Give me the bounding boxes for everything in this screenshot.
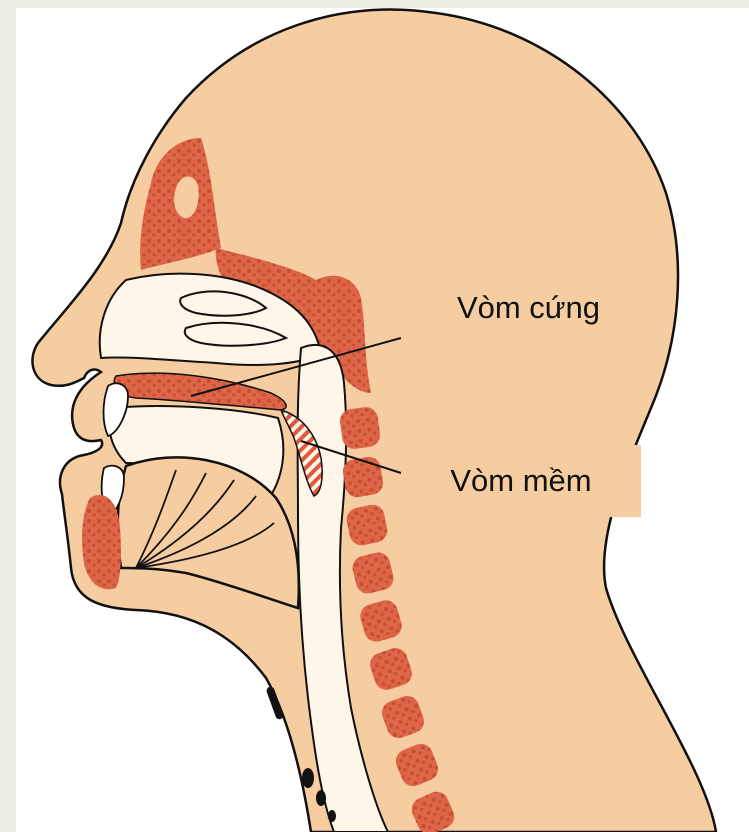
soft-palate-label-text: Vòm mềm bbox=[450, 463, 591, 499]
soft-palate-label: Vòm mềm bbox=[401, 445, 641, 517]
head-cross-section-diagram bbox=[16, 8, 749, 832]
hard-palate-label: Vòm cứng bbox=[401, 271, 656, 345]
hard-palate-label-text: Vòm cứng bbox=[457, 290, 600, 326]
diagram-frame: Vòm cứng Vòm mềm bbox=[16, 8, 749, 832]
